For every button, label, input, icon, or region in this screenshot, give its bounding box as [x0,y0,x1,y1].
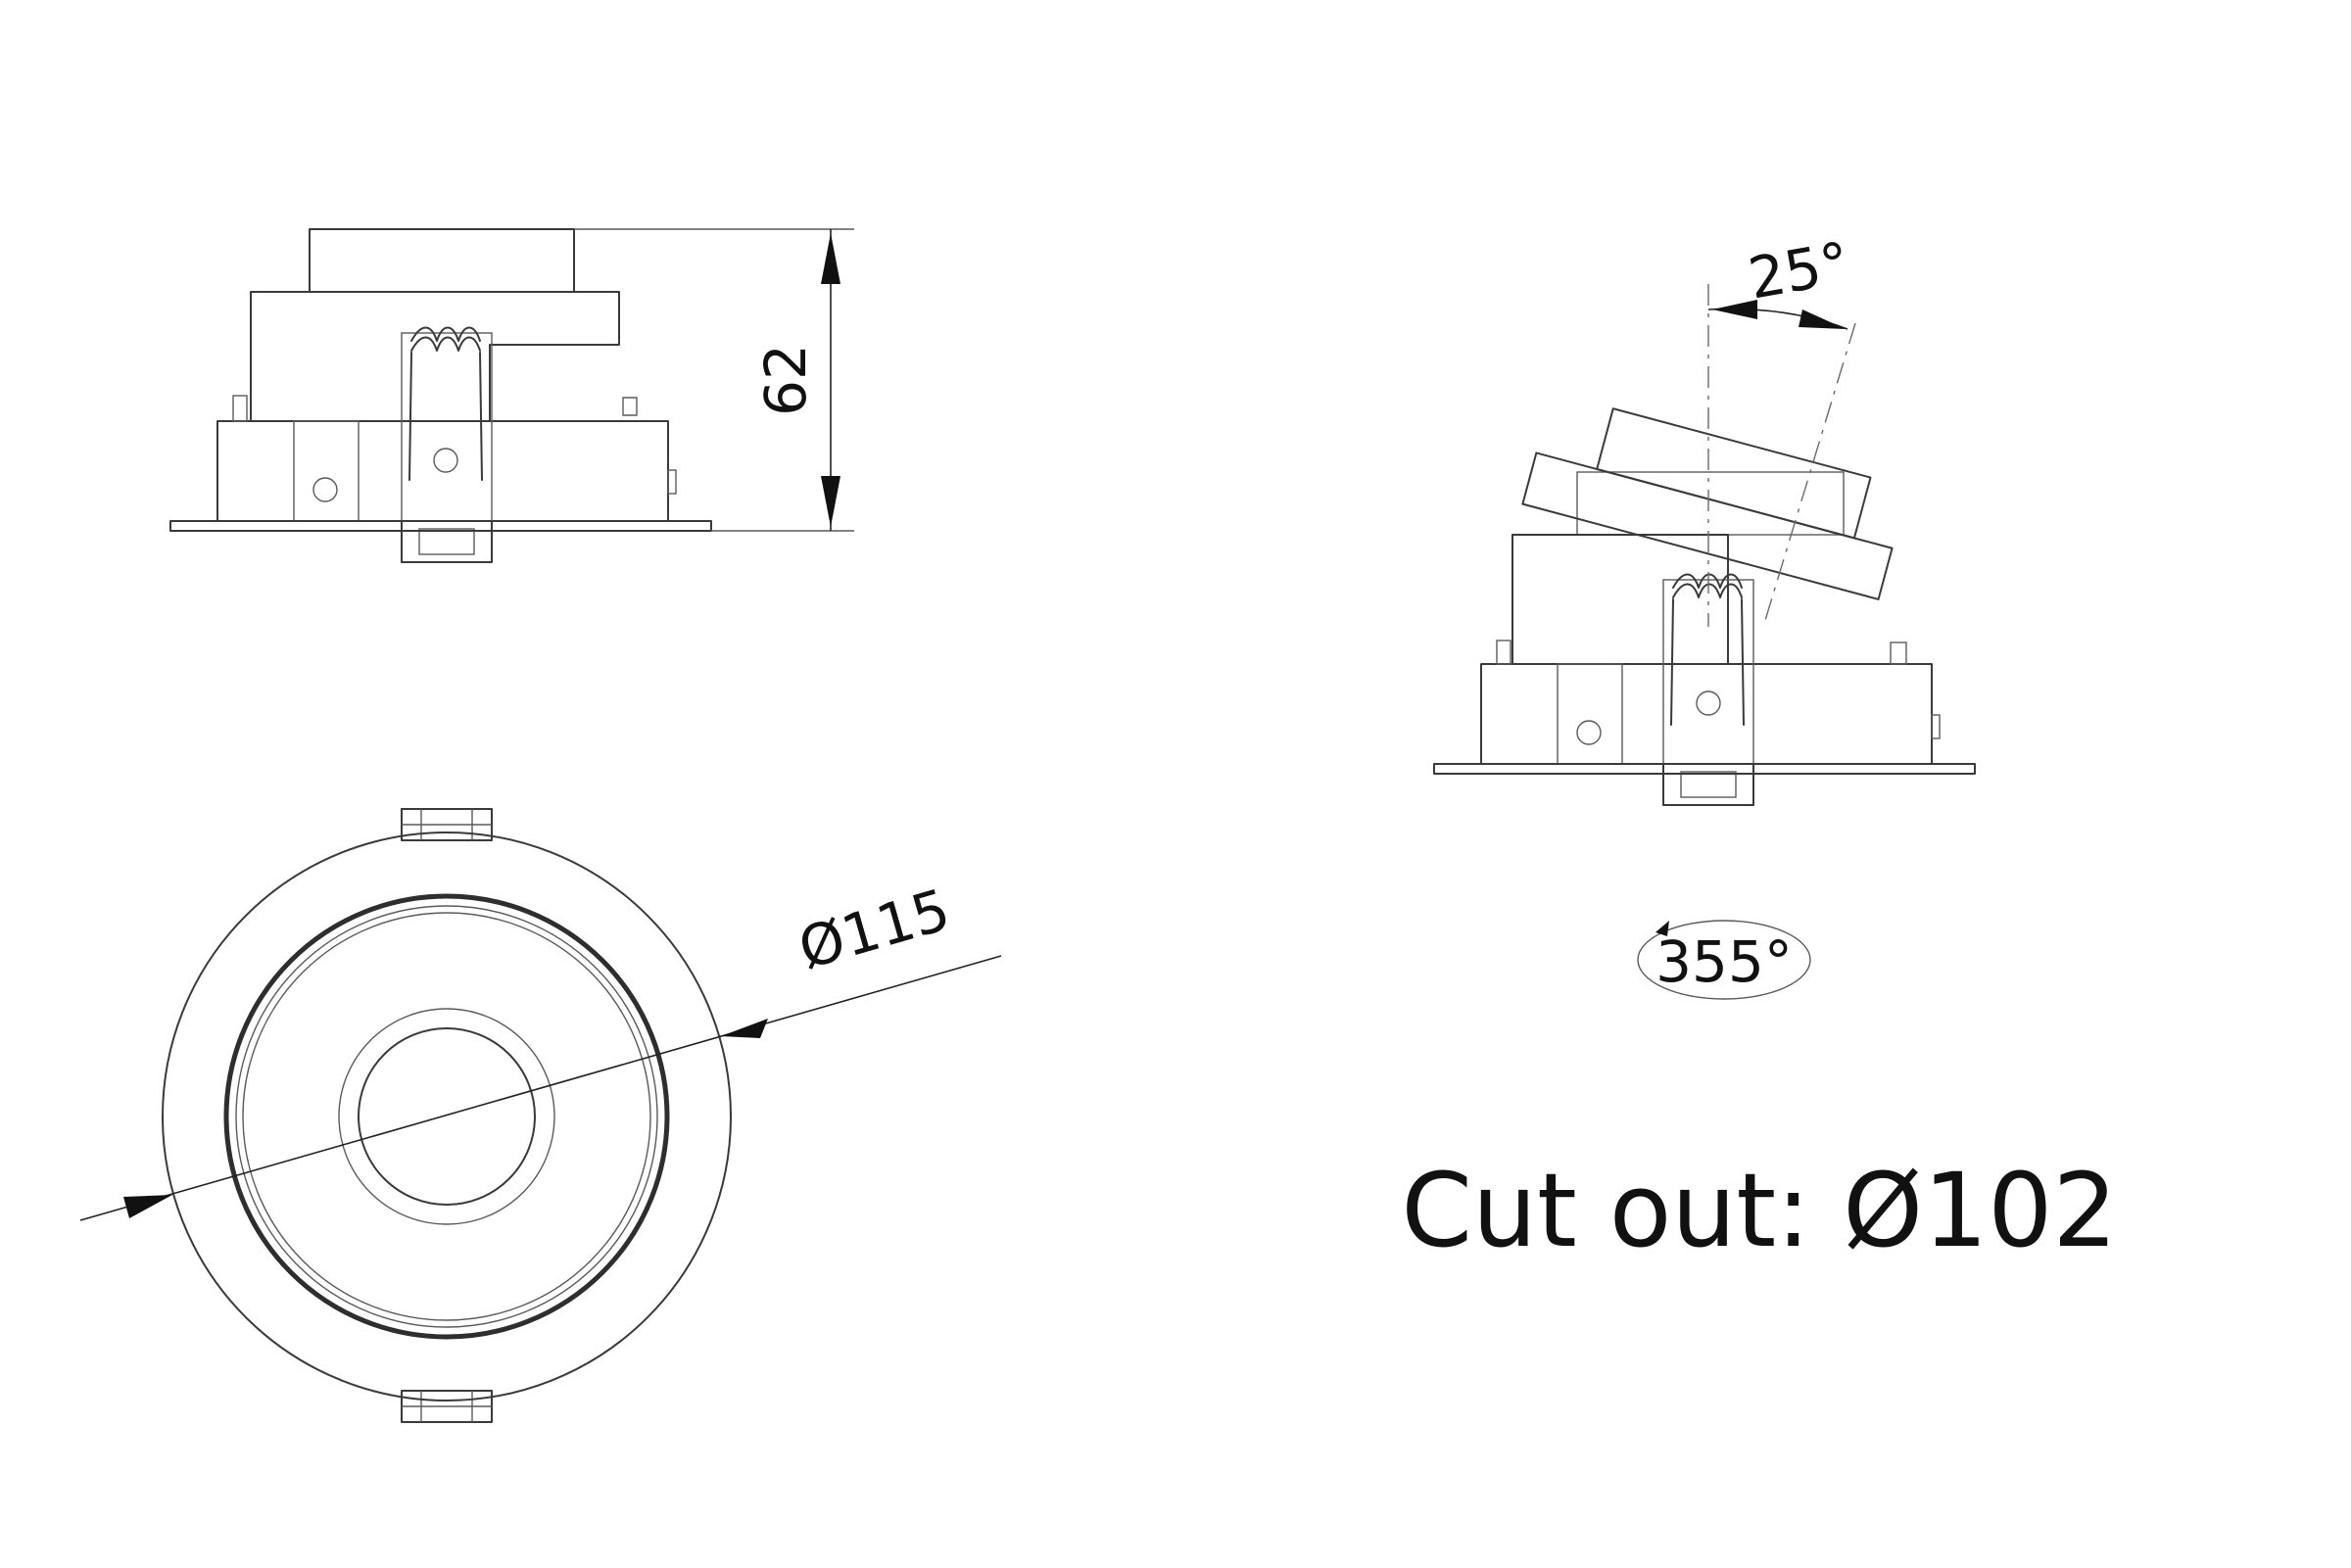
diameter-dimension-label: Ø115 [792,877,957,982]
tilt-view: 25° 355° [1433,229,1976,1000]
tilt-angle-label: 25° [1744,229,1854,312]
rotation-angle-label: 355° [1655,928,1793,995]
height-dimension-label: 62 [752,344,819,416]
top-view: Ø115 [79,808,1002,1423]
side-view: 62 [169,228,854,563]
cut-out-label: Cut out: Ø102 [1401,1151,2117,1270]
